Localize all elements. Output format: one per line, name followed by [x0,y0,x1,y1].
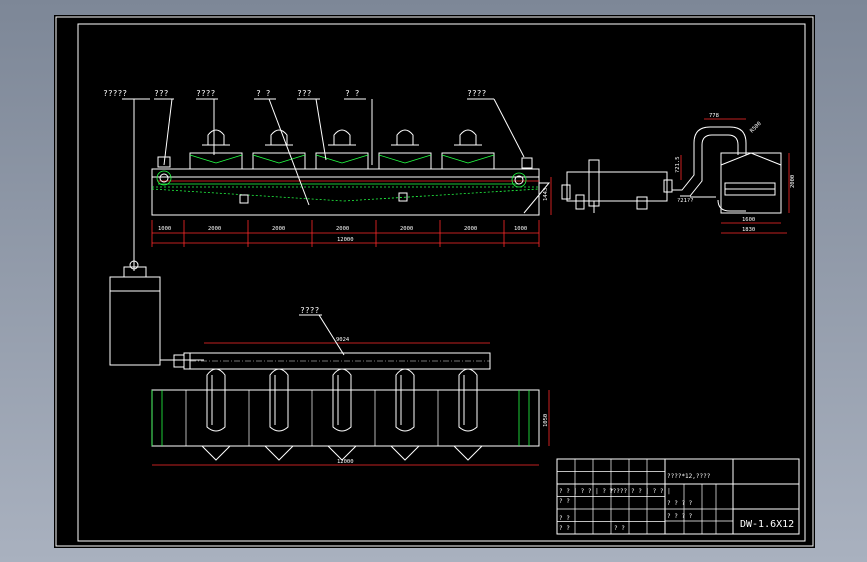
branch-duct-1 [206,368,226,432]
outlet-3 [333,129,351,145]
tb-drawing-no: DW-1.6X12 [740,519,794,530]
tb-main-title: ????*12,???? [667,473,711,480]
motor [157,156,171,168]
dim-fan-w: 778 [709,113,719,119]
dim-stack-h: 2000 [790,175,796,188]
dim-plan-total: 12000 [337,459,354,465]
outlet-4 [396,129,414,145]
dim-seg-6: 2000 [464,226,477,232]
heater-box [566,171,668,202]
tb-r5: ? ? [559,525,570,532]
dim-plan-w: 1050 [543,414,549,427]
plan-branch-ducts [185,368,483,461]
dim-base-w: 1600 [742,217,755,223]
cyclone [109,276,161,366]
dim-seg-5: 2000 [400,226,413,232]
hood-4 [378,152,432,169]
tb-r4: ? ? [559,515,570,522]
drawing-canvas: ????? ??? ???? ? ? ??? ? ? ???? 1000 200… [55,16,814,547]
label-c: ???? [196,89,215,98]
branch-duct-3 [332,368,352,432]
label-d: ? ? [256,89,271,98]
discharge-2 [264,445,294,461]
hood-3 [315,152,369,169]
outer-border [55,16,814,547]
front-elevation: ????? ??? ???? ? ? ??? ? ? ???? 1000 200… [103,89,552,271]
tb-r2: ? ? ? ? [667,500,693,507]
branch-duct-5 [458,368,478,432]
dim-seg-2: 2000 [208,226,221,232]
dim-seg-3: 2000 [272,226,285,232]
label-e: ??? [297,89,312,98]
hood-5 [441,152,495,169]
inner-border [77,23,806,542]
tb-r6: ? ? [614,525,625,532]
discharge-1 [201,445,231,461]
drawing-sheet: ????? ??? ???? ? ? ??? ? ? ???? 1000 200… [54,15,815,548]
discharge-5 [453,445,483,461]
tb-r3: ? ? [559,498,570,505]
label-g: ???? [467,89,486,98]
dim-plan-len: 9024 [336,337,350,343]
hood-2 [252,152,306,169]
dim-bend: R500 [749,121,763,135]
label-f: ? ? [345,89,360,98]
exhaust-hoods [189,129,495,169]
outlet-5 [459,129,477,145]
tb-r6b: ? ? ? ? [667,513,693,520]
plan-view: 9024 ???? 12000 1050 [109,260,550,466]
dryer-body [151,168,540,216]
tail-roller [511,172,527,188]
dim-seg-7: 1000 [514,226,527,232]
tb-r1: ? ? | ? ? | ? ? [559,488,614,495]
dim-base-outer: 1830 [742,227,755,233]
drive-roller [156,170,172,186]
title-block: ????*12,???? DW-1.6X12 ? ? | ? ? | ? ? ?… [556,458,800,535]
dim-pipe-d: ?21.5 [675,156,681,173]
label-b: ??? [154,89,169,98]
dim-seg-4: 2000 [336,226,349,232]
discharge-3 [327,445,357,461]
label-plan: ???? [300,306,319,315]
label-a: ????? [103,89,127,98]
tb-r1b: ????? [609,488,627,495]
dim-seg-1: 1000 [158,226,171,232]
discharge-4 [390,445,420,461]
plan-body [151,389,540,447]
outlet-2 [270,129,288,145]
dim-height: 1443 [543,188,549,201]
outlet-1 [207,129,225,145]
dim-total: 12000 [337,237,354,243]
hood-1 [189,152,243,169]
branch-duct-4 [395,368,415,432]
branch-duct-2 [269,368,289,432]
side-unit: 778 R500 2000 ?21.5 ?21?? 1600 1830 [561,113,796,234]
duct-pipe [672,126,747,191]
tb-r1c: ? ? | ? ? | [631,488,671,495]
tensioner [521,157,533,169]
dim-pipe-r: ?21?? [677,198,694,204]
